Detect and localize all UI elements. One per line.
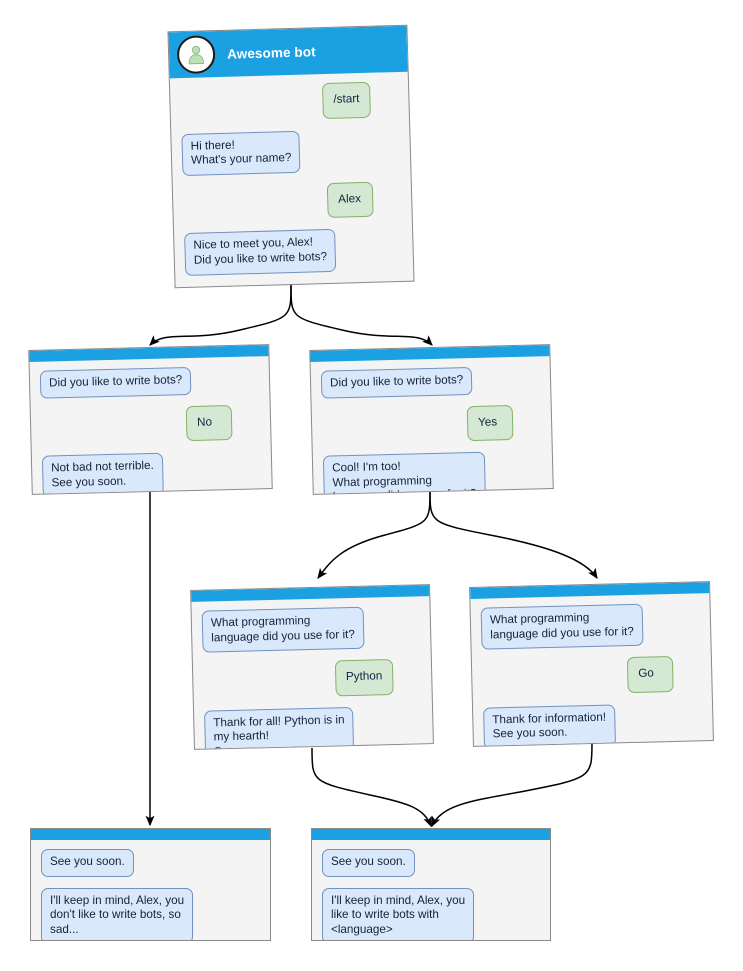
- message-row: Did you like to write bots?: [39, 365, 260, 399]
- connector-go-to-end-happy: [431, 741, 593, 828]
- connector-python-to-end-happy: [311, 747, 432, 828]
- message-row: What programming language did you use fo…: [480, 602, 701, 650]
- chat-transcript-answer-go: What programming language did you use fo…: [470, 593, 713, 747]
- screen-card-start[interactable]: Awesome bot /start Hi there! What's your…: [167, 24, 415, 289]
- screen-card-answer-yes[interactable]: Did you like to write bots? Yes Cool! I'…: [309, 344, 554, 495]
- chat-transcript-end-sad: See you soon. I'll keep in mind, Alex, y…: [31, 840, 270, 940]
- screen-card-answer-no[interactable]: Did you like to write bots? No Not bad n…: [28, 344, 273, 495]
- message-row: Alex: [183, 181, 402, 223]
- bot-message-bubble: Hi there! What's your name?: [181, 130, 301, 176]
- message-row: Did you like to write bots?: [320, 365, 541, 399]
- bot-message-bubble: Did you like to write bots?: [320, 366, 473, 399]
- person-avatar-icon: [176, 35, 216, 75]
- screen-card-end-happy[interactable]: See you soon. I'll keep in mind, Alex, y…: [311, 828, 551, 941]
- screen-card-end-sad[interactable]: See you soon. I'll keep in mind, Alex, y…: [30, 828, 271, 941]
- bot-message-bubble: What programming language did you use fo…: [480, 603, 644, 650]
- message-row: I'll keep in mind, Alex, you like to wri…: [322, 887, 540, 940]
- screen-header-bar: [312, 829, 550, 840]
- chat-transcript-start: /start Hi there! What's your name? Alex …: [170, 72, 414, 286]
- bot-message-bubble: See you soon.: [41, 849, 134, 877]
- chat-transcript-answer-yes: Did you like to write bots? Yes Cool! I'…: [311, 356, 554, 495]
- user-message-bubble: Go: [626, 656, 674, 693]
- bot-message-bubble: I'll keep in mind, Alex, you don't like …: [41, 887, 194, 940]
- bot-message-bubble: I'll keep in mind, Alex, you like to wri…: [322, 887, 475, 940]
- message-row: Go: [482, 656, 702, 697]
- message-row: Thank for information! See you soon.: [483, 702, 703, 747]
- bot-message-bubble: What programming language did you use fo…: [201, 606, 365, 653]
- user-message-bubble: Python: [334, 659, 394, 697]
- user-message-bubble: Yes: [466, 404, 514, 442]
- bot-titlebar: Awesome bot: [168, 25, 408, 79]
- screen-header-bar: [31, 829, 270, 840]
- message-row: Yes: [322, 404, 542, 445]
- message-row: Cool! I'm too! What programming language…: [322, 451, 543, 495]
- user-message-bubble: Alex: [326, 181, 374, 219]
- message-row: Python: [203, 659, 422, 700]
- message-row: See you soon.: [41, 849, 260, 877]
- message-row: Nice to meet you, Alex! Did you like to …: [184, 227, 403, 276]
- connector-start-to-yes: [290, 284, 433, 346]
- message-row: /start: [180, 81, 399, 123]
- bot-message-bubble: Cool! I'm too! What programming language…: [322, 451, 486, 495]
- bot-message-bubble: Did you like to write bots?: [39, 366, 192, 399]
- message-row: Not bad not terrible. See you soon.: [41, 451, 262, 495]
- chat-transcript-answer-python: What programming language did you use fo…: [191, 596, 433, 750]
- screen-card-answer-go[interactable]: What programming language did you use fo…: [469, 581, 714, 747]
- message-row: No: [41, 404, 261, 445]
- screen-card-answer-python[interactable]: What programming language did you use fo…: [190, 584, 434, 750]
- user-message-bubble: No: [185, 404, 233, 442]
- chat-transcript-end-happy: See you soon. I'll keep in mind, Alex, y…: [312, 840, 550, 940]
- message-row: Thank for all! Python is in my hearth! S…: [204, 705, 423, 750]
- bot-message-bubble: Not bad not terrible. See you soon.: [41, 452, 164, 495]
- bot-message-bubble: See you soon.: [322, 849, 415, 877]
- message-row: See you soon.: [322, 849, 540, 877]
- user-message-bubble: /start: [321, 81, 371, 119]
- connector-yes-to-go: [429, 489, 598, 579]
- bot-message-bubble: Thank for all! Python is in my hearth! S…: [204, 706, 355, 750]
- connector-yes-to-python: [317, 489, 431, 579]
- message-row: Hi there! What's your name?: [181, 128, 400, 176]
- connector-start-to-no: [149, 284, 292, 346]
- message-row: I'll keep in mind, Alex, you don't like …: [41, 887, 260, 940]
- bot-message-bubble: Thank for information! See you soon.: [483, 704, 616, 747]
- message-row: What programming language did you use fo…: [201, 605, 421, 653]
- bot-message-bubble: Nice to meet you, Alex! Did you like to …: [184, 229, 337, 276]
- bot-name-label: Awesome bot: [226, 43, 316, 62]
- chat-transcript-answer-no: Did you like to write bots? No Not bad n…: [30, 356, 273, 495]
